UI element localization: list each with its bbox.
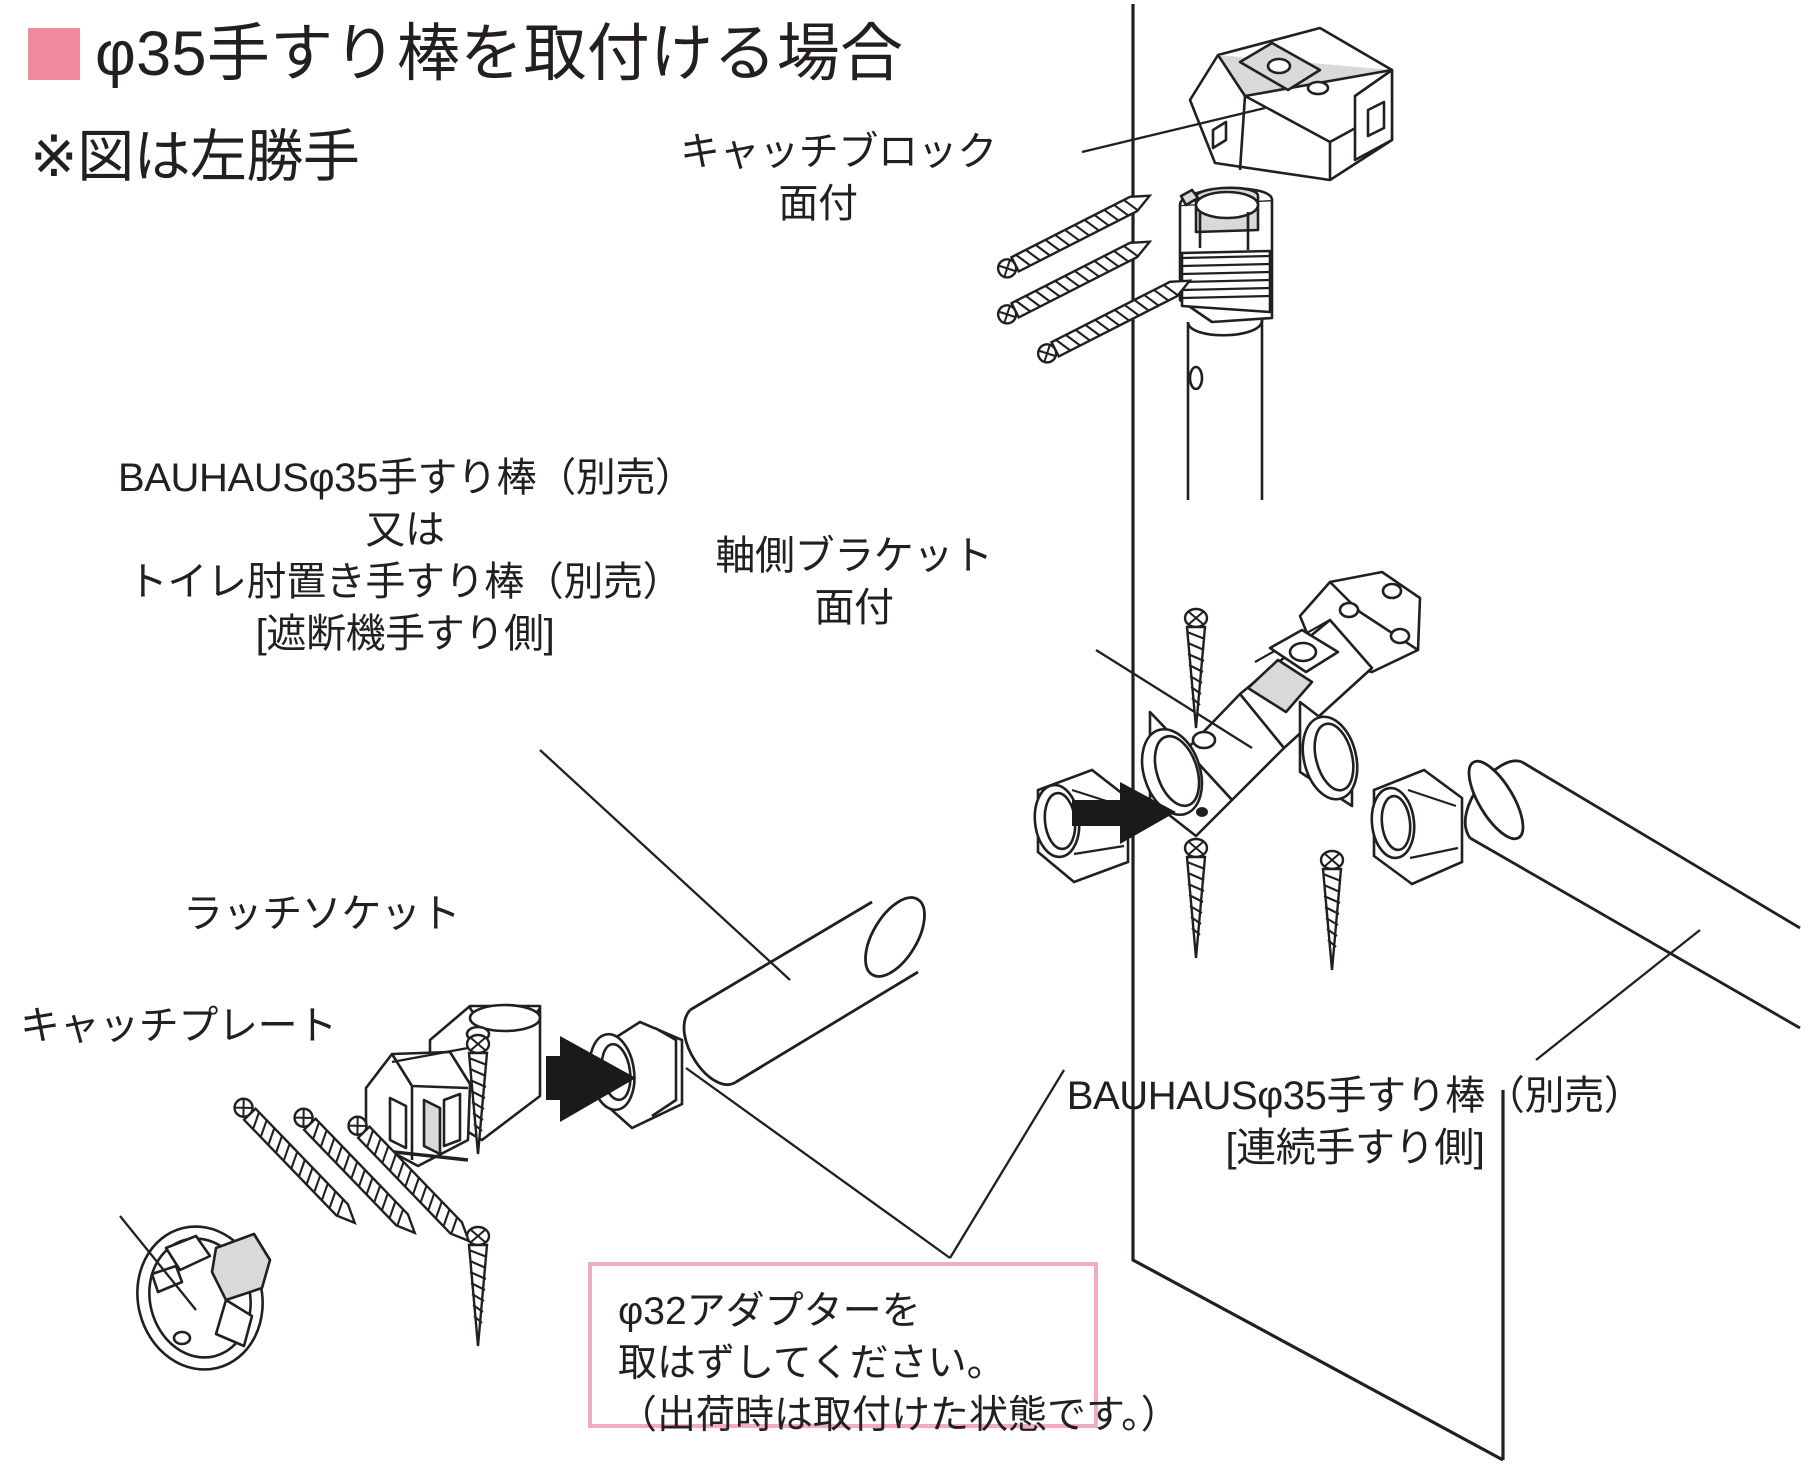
leader-catch-plate [119,1215,197,1311]
callout-catch-block: キャッチブロック 面付 [680,130,997,226]
title-bullet-icon [28,28,80,80]
leader-shaft-bracket [1095,649,1253,749]
phi32-adapter-note: φ32アダプターを 取はずしてください。 （出荷時は取付けた状態です。） [588,1262,1180,1437]
callout-catch-plate: キャッチプレート [20,1004,337,1048]
callout-handrail-left: BAUHAUSφ35手すり棒（別売） 又は トイレ肘置き手すり棒（別売） [遮断… [118,456,695,656]
catch-block-screws [993,186,1195,367]
callout-shaft-bracket: 軸側ブラケット 面付 [715,534,993,630]
phi32-adapter-note-text: φ32アダプターを 取はずしてください。 （出荷時は取付けた状態です。） [618,1290,1180,1437]
catch-block-part [1188,26,1394,182]
leader-handrail-right [1535,929,1701,1061]
wall-edge [1131,4,1505,1462]
insert-arrow-left [546,1036,636,1122]
phi32-adapter-ring-right [1370,768,1464,886]
catch-socket-barrel [1178,186,1274,324]
latch-socket [364,1003,542,1168]
vertical-post-tube [1186,319,1264,500]
insert-arrow-center [1072,782,1176,844]
page-title: φ35手すり棒を取付ける場合 [95,19,904,89]
callout-latch-socket: ラッチソケット [183,892,461,936]
leader-latch-socket [391,1046,469,1064]
callout-handrail-right: BAUHAUSφ35手すり棒（別売） [連続手すり側] [1066,1074,1644,1170]
shaft-side-bracket [1140,570,1422,838]
page-subtitle: ※図は左勝手 [30,125,360,189]
leader-note-box [685,1067,1065,1259]
leader-handrail-left [539,749,791,981]
leader-catch-block [1081,106,1266,154]
handrail-bar-left [682,896,926,1086]
catch-plate [136,1225,272,1371]
handrail-bar-right [1463,759,1801,1030]
